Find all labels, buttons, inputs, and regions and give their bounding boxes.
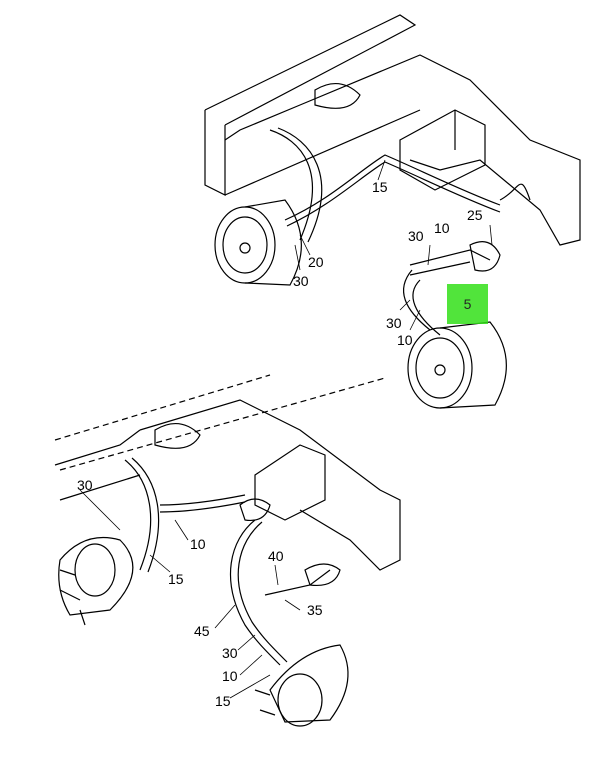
bottom-hoses xyxy=(124,457,331,666)
callout-15[interactable]: 15 xyxy=(372,179,388,195)
callout-5: 5 xyxy=(463,296,472,312)
callout-40[interactable]: 40 xyxy=(268,548,284,564)
highlighted-callout-box[interactable]: 5 xyxy=(447,284,488,324)
callout-10[interactable]: 10 xyxy=(397,332,413,348)
callout-10[interactable]: 10 xyxy=(190,536,206,552)
callout-30[interactable]: 30 xyxy=(408,228,424,244)
callout-15[interactable]: 15 xyxy=(168,571,184,587)
callout-30[interactable]: 30 xyxy=(386,315,402,331)
top-hoses xyxy=(269,127,531,336)
bottom-brake-chambers xyxy=(58,498,349,727)
callout-30[interactable]: 30 xyxy=(222,645,238,661)
leader-lines xyxy=(79,159,493,699)
top-frame-rail xyxy=(204,14,581,246)
bottom-frame-rail xyxy=(54,374,401,571)
callout-45[interactable]: 45 xyxy=(194,623,210,639)
callout-30[interactable]: 30 xyxy=(293,273,309,289)
callout-30[interactable]: 30 xyxy=(77,477,93,493)
callout-20[interactable]: 20 xyxy=(308,254,324,270)
callout-35[interactable]: 35 xyxy=(307,602,323,618)
callout-10[interactable]: 10 xyxy=(434,220,450,236)
callout-10[interactable]: 10 xyxy=(222,668,238,684)
callout-15[interactable]: 15 xyxy=(215,693,231,709)
top-brake-chambers xyxy=(214,199,507,409)
callout-25[interactable]: 25 xyxy=(467,207,483,223)
